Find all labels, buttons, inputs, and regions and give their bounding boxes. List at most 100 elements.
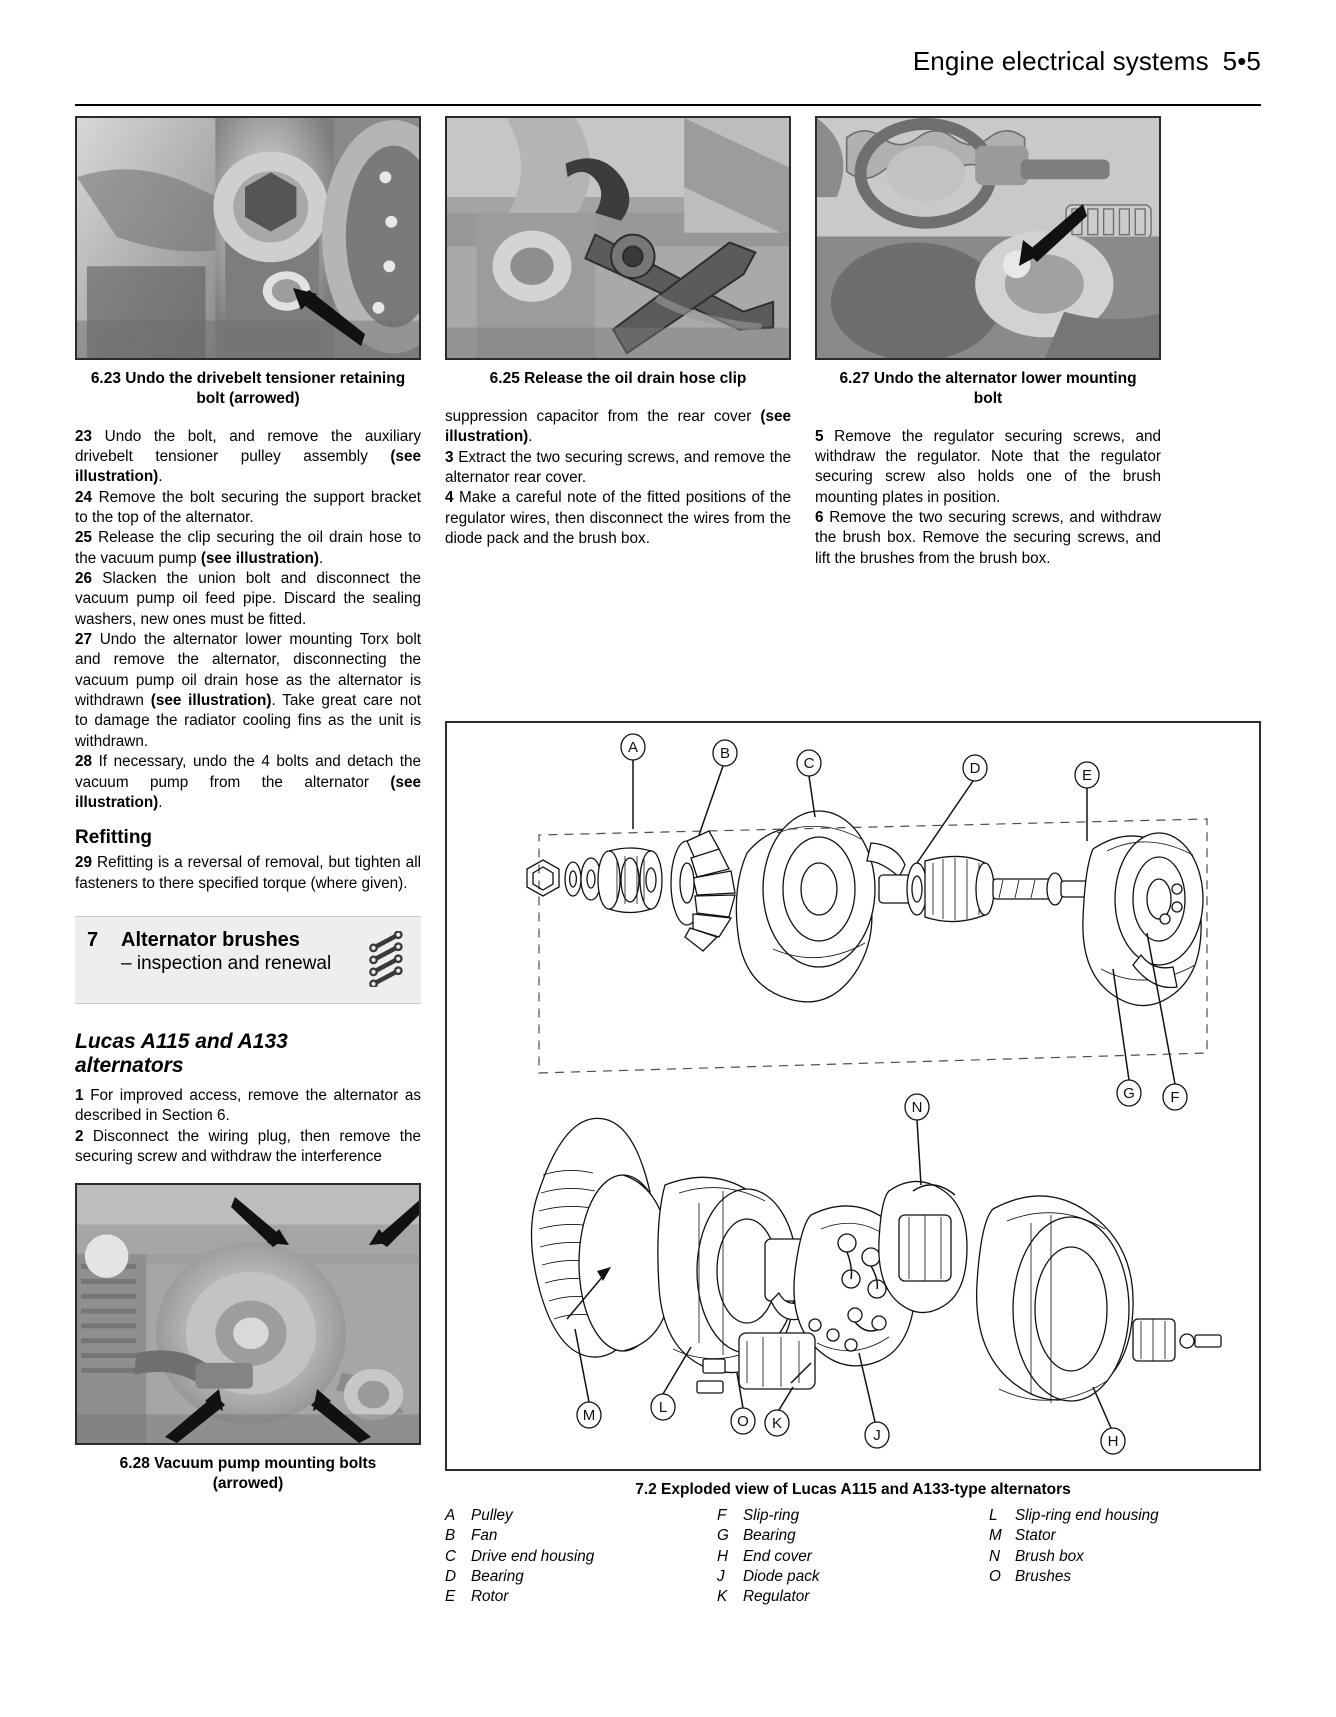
photo-6-23-caption: 6.23 Undo the drivebelt tensioner retain…	[75, 369, 421, 409]
step-emphasis: (see illustration)	[75, 448, 421, 486]
step-text: Remove the regulator securing screws, an…	[815, 427, 1161, 506]
photo-6-23	[75, 116, 421, 360]
caption-line-1: 6.28 Vacuum pump mounting bolts	[119, 1455, 377, 1473]
photo-6-28	[75, 1183, 421, 1446]
svg-text:A: A	[628, 739, 638, 756]
step-text: Remove the bolt securing the support bra…	[75, 488, 421, 527]
photo-6-28-caption: 6.28 Vacuum pump mounting bolts (arrowed…	[75, 1454, 421, 1494]
step-number: 29	[75, 854, 93, 872]
paragraph-3: 3 Extract the two securing screws, and r…	[445, 448, 791, 489]
legend-label: Pulley	[471, 1507, 513, 1524]
photo-6-23-image	[77, 118, 419, 358]
annotation-arrow-icon	[165, 1389, 225, 1444]
paragraph-23: 23 Undo the bolt, and remove the auxilia…	[75, 427, 421, 488]
legend-label: Stator	[1014, 1527, 1056, 1545]
legend-label: Drive end housing	[471, 1547, 595, 1565]
step-text: Undo the alternator lower mounting Torx …	[75, 631, 421, 710]
step-text: If necessary, undo the 4 bolts and detac…	[75, 753, 422, 791]
step-number: 1	[75, 1087, 84, 1105]
annotation-arrow-icon	[293, 288, 365, 346]
legend-key: A	[445, 1507, 456, 1524]
legend-item: L Slip-ring end housing	[989, 1506, 1261, 1526]
paragraph-2-continued: suppression capacitor from the rear cove…	[445, 407, 791, 448]
annotation-arrow-icon	[311, 1389, 371, 1444]
photo-6-25-caption: 6.25 Release the oil drain hose clip	[445, 369, 791, 389]
legend-label: Slip-ring end housing	[1014, 1507, 1159, 1524]
svg-text:D: D	[970, 760, 981, 777]
legend-label: Bearing	[471, 1568, 524, 1586]
paragraph-2: 2 Disconnect the wiring plug, then remov…	[75, 1127, 421, 1168]
svg-text:H: H	[1108, 1433, 1119, 1450]
legend-label: Brush box	[1014, 1547, 1084, 1565]
step-number: 2	[75, 1127, 84, 1145]
caption-line-1: 6.27 Undo the alternator lower mounting	[839, 370, 1137, 387]
step-text: Undo the bolt, and remove the auxiliary …	[75, 427, 421, 465]
legend-item: M Stator	[989, 1526, 1261, 1546]
legend-item: A Pulley	[445, 1506, 717, 1526]
heading-line-1: Lucas A115 and A133	[75, 1030, 288, 1054]
section-subtitle: – inspection and renewal	[121, 952, 332, 974]
step-number: 25	[75, 529, 93, 547]
photo-6-27-caption: 6.27 Undo the alternator lower mounting …	[815, 369, 1161, 409]
figure-caption: 7.2 Exploded view of Lucas A115 and A133…	[635, 1481, 1071, 1498]
alternator-type-heading: Lucas A115 and A133 alternators	[75, 1030, 421, 1078]
svg-text:K: K	[772, 1415, 782, 1432]
step-number: 3	[445, 448, 454, 466]
svg-text:O: O	[737, 1413, 749, 1430]
svg-text:B: B	[720, 745, 730, 762]
step-number: 23	[75, 427, 93, 445]
legend-key: M	[988, 1527, 1002, 1545]
paragraph-25: 25 Release the clip securing the oil dra…	[75, 528, 421, 569]
exploded-view-figure-block: .ln{stroke:#111;stroke-width:1.5;fill:no…	[445, 703, 1261, 1608]
spanner-rating-graphic	[369, 930, 403, 989]
photo-6-27-image	[817, 118, 1159, 358]
step-text: Remove the two securing screws, and with…	[815, 509, 1161, 567]
paragraph-28: 28 If necessary, undo the 4 bolts and de…	[75, 752, 421, 813]
svg-text:G: G	[1123, 1085, 1135, 1102]
step-text: suppression capacitor from the rear cove…	[445, 407, 761, 425]
section-number: 7	[87, 929, 99, 952]
legend-key: D	[445, 1568, 457, 1586]
paragraph-27: 27 Undo the alternator lower mounting To…	[75, 630, 421, 752]
legend-key: L	[988, 1507, 998, 1524]
caption-line-1: 6.25 Release the oil drain hose clip	[489, 370, 747, 387]
legend-key: B	[445, 1527, 456, 1545]
legend-key: O	[988, 1568, 1001, 1586]
step-text: Release the clip securing the oil drain …	[75, 529, 422, 567]
refitting-heading: Refitting	[75, 827, 153, 849]
paragraph-26: 26 Slacken the union bolt and disconnect…	[75, 569, 421, 630]
svg-text:J: J	[873, 1427, 881, 1444]
left-column-body: 23 Undo the bolt, and remove the auxilia…	[75, 427, 421, 894]
annotation-arrow-icon	[369, 1200, 419, 1248]
photo-6-25-image	[447, 118, 789, 358]
step-tail: .	[528, 428, 533, 446]
step-tail: .	[319, 549, 324, 567]
svg-text:L: L	[659, 1399, 667, 1416]
legend-label: Brushes	[1014, 1568, 1072, 1586]
step-number: 6	[815, 509, 824, 527]
legend-key: F	[716, 1507, 727, 1524]
svg-text:M: M	[583, 1407, 596, 1424]
step-emphasis: (see illustration)	[200, 549, 319, 567]
heading-line-2: alternators	[75, 1054, 184, 1078]
step-emphasis: (see illustration)	[75, 773, 421, 811]
step-number: 27	[75, 631, 93, 649]
spanner-rating-icon	[365, 929, 411, 992]
caption-line-2: bolt (arrowed)	[196, 389, 300, 407]
step-text: Refitting is a reversal of removal, but …	[75, 854, 421, 892]
caption-line-2: (arrowed)	[212, 1475, 284, 1493]
column-middle: 6.25 Release the oil drain hose clip sup…	[445, 116, 791, 1494]
column-right: 6.27 Undo the alternator lower mounting …	[815, 116, 1161, 1494]
annotation-arrow-icon	[231, 1197, 289, 1248]
svg-text:E: E	[1082, 767, 1092, 784]
step-number: 24	[75, 488, 93, 506]
legend-label: Slip-ring	[742, 1507, 800, 1524]
